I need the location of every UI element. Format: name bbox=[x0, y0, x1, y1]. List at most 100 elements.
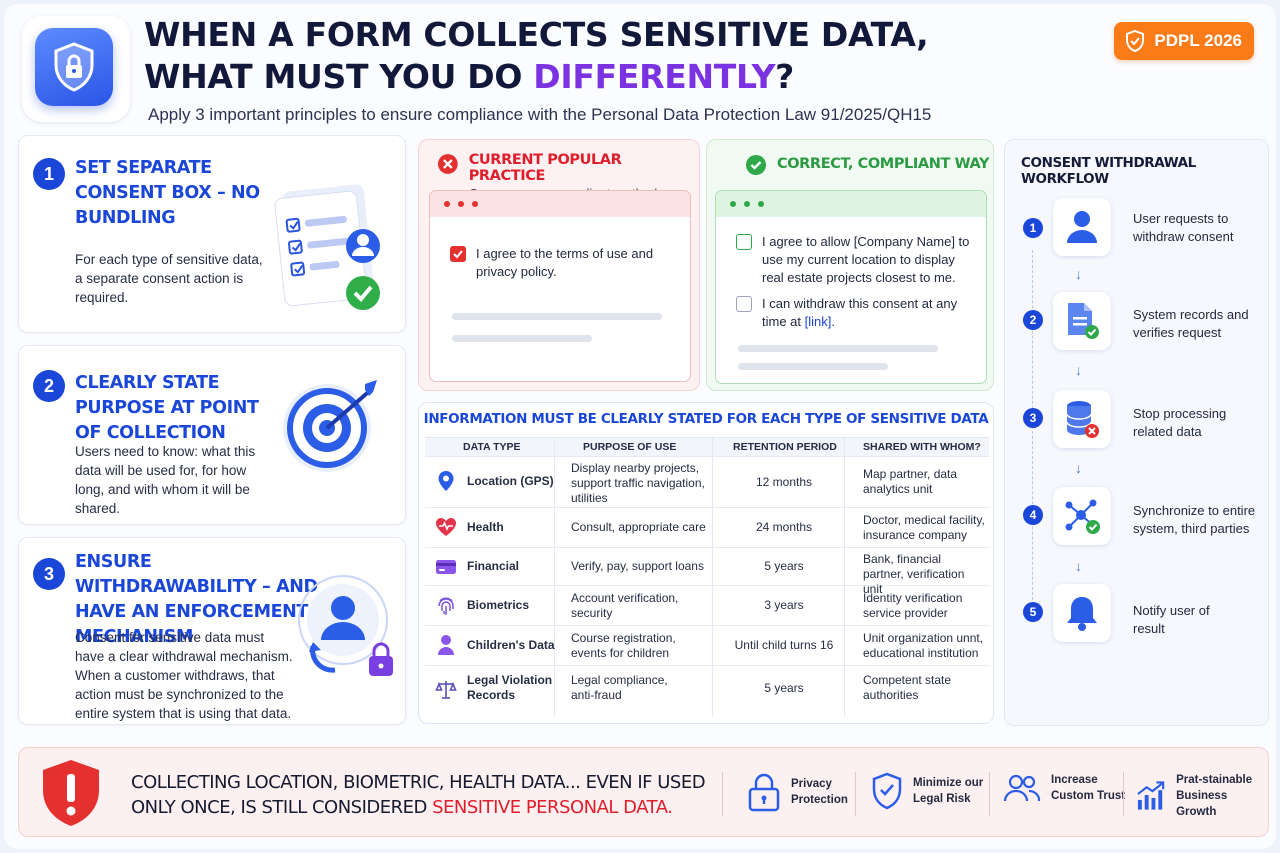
principle-card-2: 2 CLEARLY STATE PURPOSE AT POINT OF COLL… bbox=[18, 345, 406, 525]
target-illustration-icon bbox=[281, 376, 391, 481]
bottom-warning-banner: COLLECTING LOCATION, BIOMETRIC, HEALTH D… bbox=[18, 747, 1269, 837]
growth-chart-icon bbox=[1137, 781, 1165, 810]
shield-check-icon bbox=[872, 772, 902, 810]
shield-check-badge-icon bbox=[1126, 29, 1145, 53]
step-number: 4 bbox=[1023, 505, 1043, 525]
step-text: Synchronize to entire system, third part… bbox=[1133, 503, 1256, 536]
principle-number: 2 bbox=[33, 370, 65, 402]
good-practice-title: CORRECT, COMPLIANT WAY bbox=[777, 156, 990, 172]
withdraw-consent-checkbox[interactable]: I can withdraw this consent at any time … bbox=[736, 295, 972, 331]
database-stop-icon bbox=[1053, 390, 1111, 448]
column-divider bbox=[844, 437, 845, 717]
infographic-page: WHEN A FORM COLLECTS SENSITIVE DATA, WHA… bbox=[4, 4, 1276, 849]
column-divider bbox=[712, 437, 713, 717]
table-row: Biometrics Account verification, securit… bbox=[425, 586, 989, 626]
bell-icon bbox=[1053, 584, 1111, 642]
location-consent-checkbox[interactable]: I agree to allow [Company Name] to use m… bbox=[736, 233, 972, 287]
down-arrow-icon: ↓ bbox=[1075, 362, 1082, 378]
fingerprint-icon bbox=[435, 595, 457, 617]
principle-title: SET SEPARATE CONSENT BOX – NO BUNDLING bbox=[75, 158, 260, 228]
step-text: System records and verifies request bbox=[1133, 307, 1249, 340]
page-subtitle: Apply 3 important principles to ensure c… bbox=[148, 105, 932, 124]
network-sync-icon bbox=[1053, 487, 1111, 545]
principle-text: Consent for sensitive data must have a c… bbox=[75, 630, 293, 721]
column-divider bbox=[554, 437, 555, 717]
down-arrow-icon: ↓ bbox=[1075, 460, 1082, 476]
table-row: Legal Violation Records Legal compliance… bbox=[425, 666, 989, 716]
child-icon bbox=[435, 634, 457, 656]
principle-number: 1 bbox=[33, 158, 65, 190]
good-practice-panel: CORRECT, COMPLIANT WAY I agree to allow … bbox=[706, 139, 994, 391]
credit-card-icon bbox=[435, 556, 457, 578]
down-arrow-icon: ↓ bbox=[1075, 558, 1082, 574]
step-number: 3 bbox=[1023, 408, 1043, 428]
check-circle-icon bbox=[746, 155, 766, 175]
bad-practice-panel: CURRENT POPULAR PRACTICE Common, non-com… bbox=[418, 139, 700, 391]
sensitive-data-table: INFORMATION MUST BE CLEARLY STATED FOR E… bbox=[418, 402, 994, 724]
shield-lock-logo-icon bbox=[35, 28, 113, 106]
table-row: Location (GPS) Display nearby projects, … bbox=[425, 458, 989, 508]
mock-window-bar bbox=[716, 191, 986, 217]
step-number: 1 bbox=[1023, 218, 1043, 238]
title-highlight: DIFFERENTLY bbox=[533, 57, 776, 96]
warning-shield-icon bbox=[39, 758, 103, 833]
bad-practice-title: CURRENT POPULAR PRACTICE bbox=[468, 152, 622, 184]
withdrawal-workflow-panel: CONSENT WITHDRAWAL WORKFLOW 1 User reque… bbox=[1004, 139, 1269, 726]
document-check-icon bbox=[1053, 292, 1111, 350]
principle-number: 3 bbox=[33, 558, 65, 590]
table-row: Health Consult, appropriate care 24 mont… bbox=[425, 508, 989, 548]
good-form-mockup: I agree to allow [Company Name] to use m… bbox=[715, 190, 987, 384]
users-icon bbox=[1003, 774, 1041, 802]
table-row: Children's Data Course registration, eve… bbox=[425, 626, 989, 666]
step-number: 5 bbox=[1023, 602, 1043, 622]
mock-window-bar bbox=[430, 191, 690, 217]
location-pin-icon bbox=[435, 470, 457, 492]
pdpl-badge: PDPL 2026 bbox=[1114, 22, 1254, 60]
logo-container bbox=[22, 16, 130, 122]
table-title: INFORMATION MUST BE CLEARLY STATED FOR E… bbox=[423, 411, 989, 427]
column-header: PURPOSE OF USE bbox=[583, 441, 677, 453]
warning-text: COLLECTING LOCATION, BIOMETRIC, HEALTH D… bbox=[131, 772, 706, 818]
placeholder-line bbox=[452, 313, 662, 320]
divider bbox=[1123, 772, 1124, 816]
principle-title: ENSURE WITHDRAWABILITY – AND HAVE AN ENF… bbox=[75, 552, 318, 647]
divider bbox=[855, 772, 856, 816]
principle-card-3: 3 ENSURE WITHDRAWABILITY – AND HAVE AN E… bbox=[18, 537, 406, 725]
page-title: WHEN A FORM COLLECTS SENSITIVE DATA, WHA… bbox=[144, 15, 929, 96]
workflow-connector bbox=[1032, 250, 1033, 620]
checked-box-icon bbox=[450, 246, 466, 262]
padlock-icon bbox=[748, 773, 780, 812]
warning-highlight: SENSITIVE PERSONAL DATA. bbox=[432, 797, 673, 818]
placeholder-line bbox=[738, 363, 888, 370]
bad-form-mockup: I agree to the terms of use and privacy … bbox=[429, 190, 691, 382]
table-row: Financial Verify, pay, support loans 5 y… bbox=[425, 548, 989, 596]
x-circle-icon bbox=[437, 154, 458, 174]
table-header-row: DATA TYPE PURPOSE OF USE RETENTION PERIO… bbox=[425, 437, 989, 457]
heart-pulse-icon bbox=[435, 516, 457, 538]
checklist-illustration-icon bbox=[265, 182, 395, 317]
step-number: 2 bbox=[1023, 310, 1043, 330]
principle-text: For each type of sensitive data, a separ… bbox=[75, 252, 263, 305]
bundled-consent-checkbox[interactable]: I agree to the terms of use and privacy … bbox=[450, 245, 670, 281]
workflow-title: CONSENT WITHDRAWAL WORKFLOW bbox=[1021, 155, 1196, 187]
withdraw-sync-illustration-icon bbox=[291, 574, 401, 691]
column-header: DATA TYPE bbox=[463, 441, 521, 453]
user-icon bbox=[1053, 198, 1111, 256]
scales-icon bbox=[435, 678, 457, 700]
divider bbox=[722, 772, 723, 816]
placeholder-line bbox=[452, 335, 592, 342]
column-header: SHARED WITH WHOM? bbox=[863, 441, 981, 453]
step-text: Notify user of result bbox=[1133, 603, 1210, 636]
withdraw-link[interactable]: [link] bbox=[804, 314, 832, 329]
step-text: Stop processing related data bbox=[1133, 406, 1227, 439]
empty-checkbox-icon bbox=[736, 234, 752, 250]
down-arrow-icon: ↓ bbox=[1075, 266, 1082, 282]
empty-checkbox-icon bbox=[736, 296, 752, 312]
principle-card-1: 1 SET SEPARATE CONSENT BOX – NO BUNDLING… bbox=[18, 135, 406, 333]
principle-title: CLEARLY STATE PURPOSE AT POINT OF COLLEC… bbox=[75, 373, 259, 443]
step-text: User requests to withdraw consent bbox=[1133, 211, 1234, 244]
